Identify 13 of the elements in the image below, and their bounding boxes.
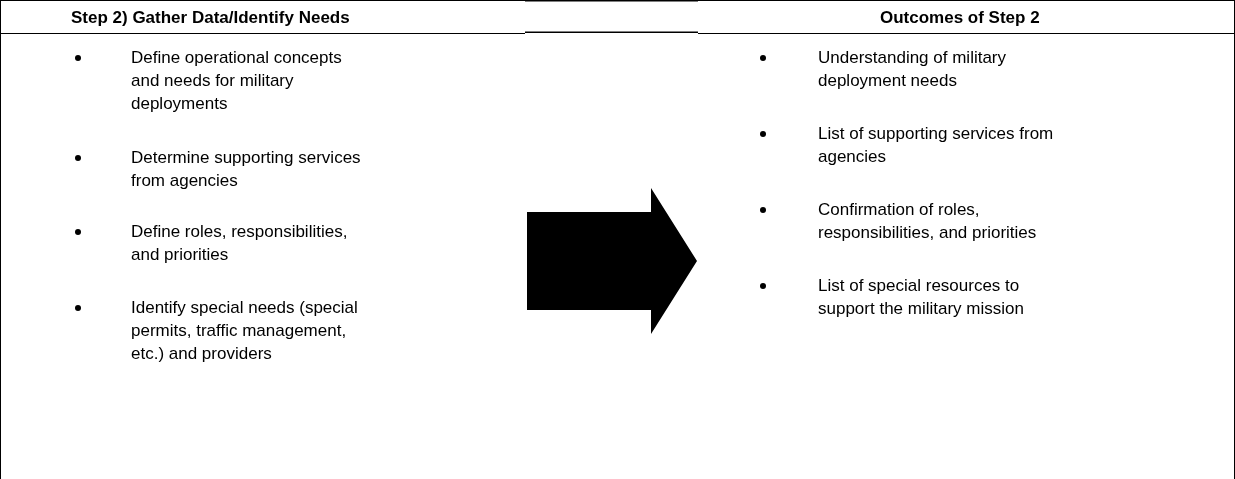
bullet-text: List of supporting services from agencies — [818, 123, 1055, 168]
bullet-text: Define operational concepts and needs for military deployments — [131, 47, 343, 115]
bullet-text: Confirmation of roles, responsibilities, and priorities — [818, 199, 1038, 244]
table-column — [0, 0, 525, 479]
column-heading: Outcomes of Step 2 — [880, 8, 1040, 28]
table-column — [698, 0, 1235, 479]
column-heading: Step 2) Gather Data/Identify Needs — [71, 8, 350, 28]
bullet-text: Determine supporting services from agencies — [131, 147, 362, 192]
bullet-text: List of special resources to support the military mission — [818, 275, 1025, 320]
bullet-text: Understanding of military deployment needs — [818, 47, 1008, 92]
block-arrow — [527, 188, 697, 334]
bullet-text: Define roles, responsibilities, and priorities — [131, 221, 349, 266]
bullet-text: Identify special needs (special permits, traffic management, etc.) and providers — [131, 297, 359, 365]
